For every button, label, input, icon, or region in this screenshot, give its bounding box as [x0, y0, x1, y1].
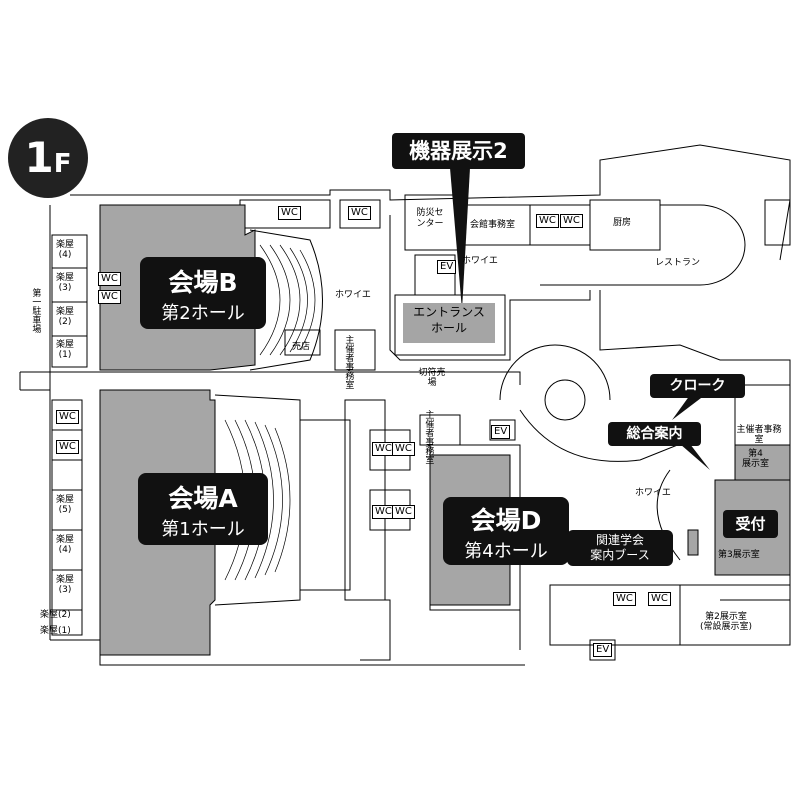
hall-a-badge: 会場A 第1ホール: [138, 473, 268, 545]
wc-marker-left-3: WC: [56, 410, 79, 424]
society-booth-badge: 関連学会 案内ブース: [567, 530, 673, 566]
hall-b-subtitle: 第2ホール: [161, 303, 245, 324]
organizer-office-label: 主催者事務室: [343, 335, 354, 389]
hall-office-label: 会館事務室: [470, 220, 516, 230]
wc-marker-left-4: WC: [56, 440, 79, 454]
floor-letter: F: [53, 149, 72, 179]
exhibit2-line2: (常設展示室): [700, 622, 753, 633]
organizer-office-center-label: 主催者事務室: [423, 410, 434, 464]
hall-a-title: 会場A: [168, 484, 238, 513]
exhibit4-label: 第4 展示室: [742, 449, 769, 470]
exhibit2-line1: 第2展示室: [705, 612, 747, 622]
wc-marker-top-2: WC: [348, 206, 371, 220]
dressing-room-lower-2: 楽屋(2): [40, 610, 71, 620]
dressing-room-lower-4: 楽屋(4): [56, 535, 75, 556]
dressing-room-upper-4: 楽屋(4): [56, 240, 75, 261]
wc-marker-center-2: WC: [392, 442, 415, 456]
wc-marker-center-3: WC: [372, 505, 395, 519]
wc-marker-left-1: WC: [98, 272, 121, 286]
foyer-label-top: ホワイエ: [462, 256, 498, 266]
hall-d-subtitle: 第4ホール: [464, 541, 548, 562]
floor-badge: 1F: [8, 118, 88, 198]
exhibit2-label: 第2展示室 (常設展示室): [700, 612, 752, 633]
society-booth-line1: 関連学会: [595, 533, 644, 547]
callout-booth2: 機器展示2: [392, 133, 525, 169]
wc-marker-bottom-2: WC: [648, 592, 671, 606]
foyer-label-right: ホワイエ: [635, 488, 671, 498]
ev-marker-3: EV: [593, 643, 613, 657]
dressing-room-upper-1: 楽屋(1): [56, 340, 75, 361]
dressing-room-lower-3: 楽屋(3): [56, 575, 75, 596]
ev-marker-1: EV: [437, 260, 457, 274]
hall-a-subtitle: 第1ホール: [161, 519, 245, 540]
wc-marker-top-4: WC: [560, 214, 583, 228]
floor-number: 1: [24, 133, 54, 182]
wc-marker-bottom-1: WC: [613, 592, 636, 606]
dressing-room-lower-5: 楽屋(5): [56, 495, 75, 516]
disaster-center-label: 防災センター: [416, 208, 444, 229]
wc-marker-top-1: WC: [278, 206, 301, 220]
hall-b-title: 会場B: [168, 268, 238, 297]
ev-marker-2: EV: [491, 425, 511, 439]
dressing-room-lower-1: 楽屋(1): [40, 626, 71, 636]
wc-marker-left-2: WC: [98, 290, 121, 304]
wc-marker-center-4: WC: [392, 505, 415, 519]
hall-b-badge: 会場B 第2ホール: [140, 257, 266, 329]
dressing-room-upper-3: 楽屋(3): [56, 273, 75, 294]
entrance-hall: エントランス ホール: [403, 303, 495, 343]
restaurant-label: レストラン: [655, 258, 701, 268]
foyer-label-center: ホワイエ: [335, 290, 371, 300]
wc-marker-top-3: WC: [536, 214, 559, 228]
organizer-office-right-label: 主催者事務室: [736, 425, 782, 446]
entrance-hall-line1: エントランス: [413, 305, 485, 319]
hall-d-title: 会場D: [470, 506, 542, 535]
parking-label: 第一駐車場: [30, 287, 41, 333]
reception-badge: 受付: [723, 510, 778, 538]
shop-label: 売店: [292, 342, 311, 352]
kitchen-label: 厨房: [613, 218, 632, 228]
exhibit3-label: 第3展示室: [718, 550, 760, 560]
exhibit4-line2: 展示室: [742, 459, 770, 470]
dressing-room-upper-2: 楽屋(2): [56, 307, 75, 328]
entrance-hall-line2: ホール: [430, 320, 467, 335]
callout-cloak: クローク: [650, 374, 745, 398]
ticket-booth-label: 切符売場: [418, 368, 446, 389]
hall-d-badge: 会場D 第4ホール: [443, 497, 569, 565]
callout-info: 総合案内: [608, 422, 701, 446]
society-booth-line2: 案内ブース: [590, 548, 650, 562]
exhibit4-line1: 第4: [748, 449, 763, 459]
